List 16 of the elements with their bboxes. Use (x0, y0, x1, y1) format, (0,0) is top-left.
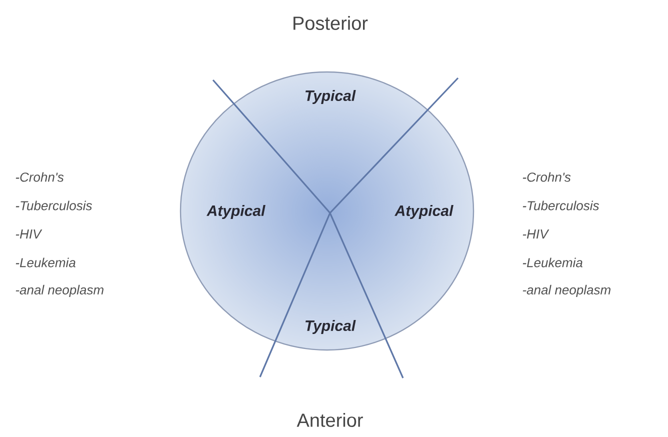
condition-item: -Tuberculosis (522, 200, 599, 210)
condition-item: -Leukemia (16, 258, 76, 268)
condition-item: -Leukemia (522, 258, 582, 268)
region-label: Atypical (206, 205, 266, 219)
condition-item: -HIV (522, 230, 550, 238)
direction-label: Posterior (294, 16, 368, 30)
condition-item: -anal neoplasm (16, 284, 104, 298)
condition-item: -Crohn's (522, 172, 571, 182)
region-label: Atypical (394, 205, 454, 219)
condition-item: -Tuberculosis (16, 200, 92, 210)
direction-label: Anterior (296, 413, 363, 427)
condition-item: -HIV (16, 230, 42, 238)
region-label: Typical (306, 90, 356, 104)
condition-item: -Crohn's (16, 172, 64, 182)
condition-item: -anal neoplasm (522, 284, 610, 298)
region-label: Typical (306, 320, 356, 334)
